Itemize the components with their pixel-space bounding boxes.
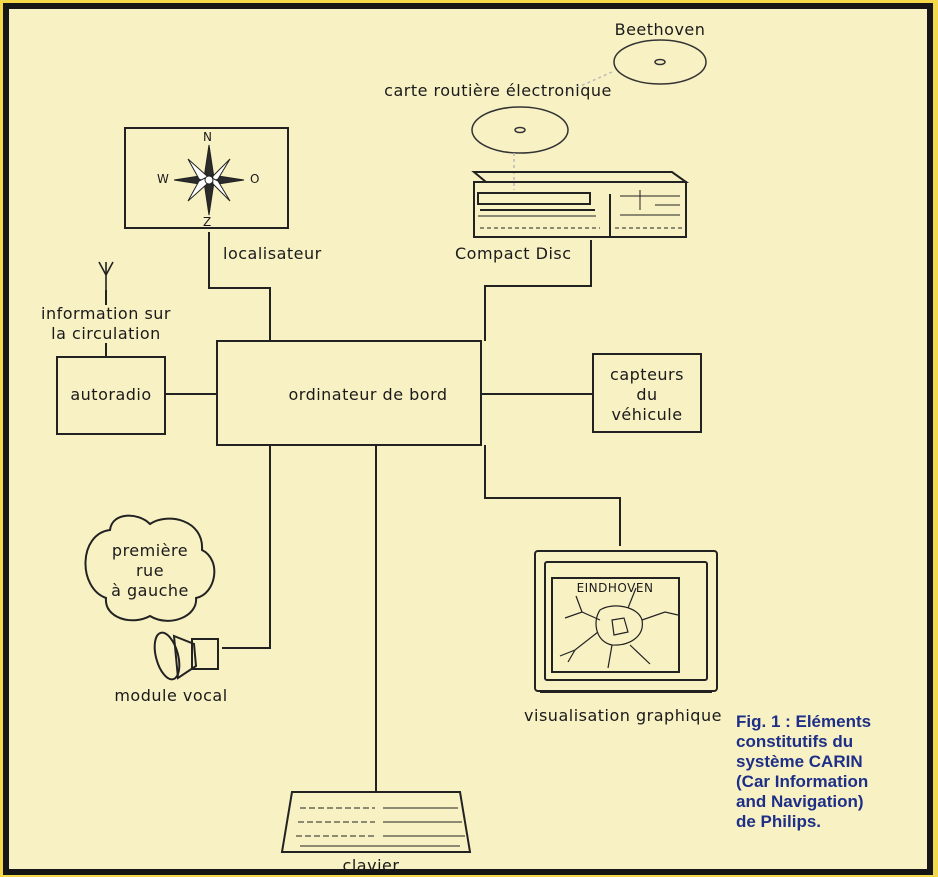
compass-n-label: N <box>203 130 212 144</box>
caption-line: (Car Information <box>736 772 936 792</box>
info-circulation-line2: la circulation <box>51 324 161 343</box>
bubble-line1: première <box>112 541 188 560</box>
capteurs-line2: du <box>636 385 657 404</box>
compact-disc-label: Compact Disc <box>455 244 572 263</box>
ordinateur-label: ordinateur de bord <box>288 385 447 404</box>
compass-w-label: W <box>157 172 169 186</box>
info-circulation-line1: information sur <box>41 304 171 323</box>
capteurs-line1: capteurs <box>610 365 684 384</box>
compass-o-label: O <box>250 172 260 186</box>
bubble-line3: à gauche <box>111 581 189 600</box>
carte-routiere-label: carte routière électronique <box>384 81 612 100</box>
localisateur-label: localisateur <box>223 244 322 263</box>
caption-line: système CARIN <box>736 752 936 772</box>
module-vocal-label: module vocal <box>114 686 227 705</box>
compass-z-label: Z <box>203 215 212 229</box>
caption-line: constitutifs du <box>736 732 936 752</box>
clavier-label: clavier <box>343 856 400 875</box>
caption-line: and Navigation) <box>736 792 936 812</box>
capteurs-line3: véhicule <box>611 405 682 424</box>
caption-line: de Philips. <box>736 812 936 832</box>
visualisation-label: visualisation graphique <box>524 706 722 725</box>
caption-line: Fig. 1 : Eléments <box>736 712 936 732</box>
beethoven-label: Beethoven <box>615 20 706 39</box>
autoradio-label: autoradio <box>70 385 151 404</box>
eindhoven-label: EINDHOVEN <box>577 581 654 595</box>
figure-caption: Fig. 1 : Eléments constitutifs du systèm… <box>736 712 936 832</box>
bubble-line2: rue <box>136 561 164 580</box>
